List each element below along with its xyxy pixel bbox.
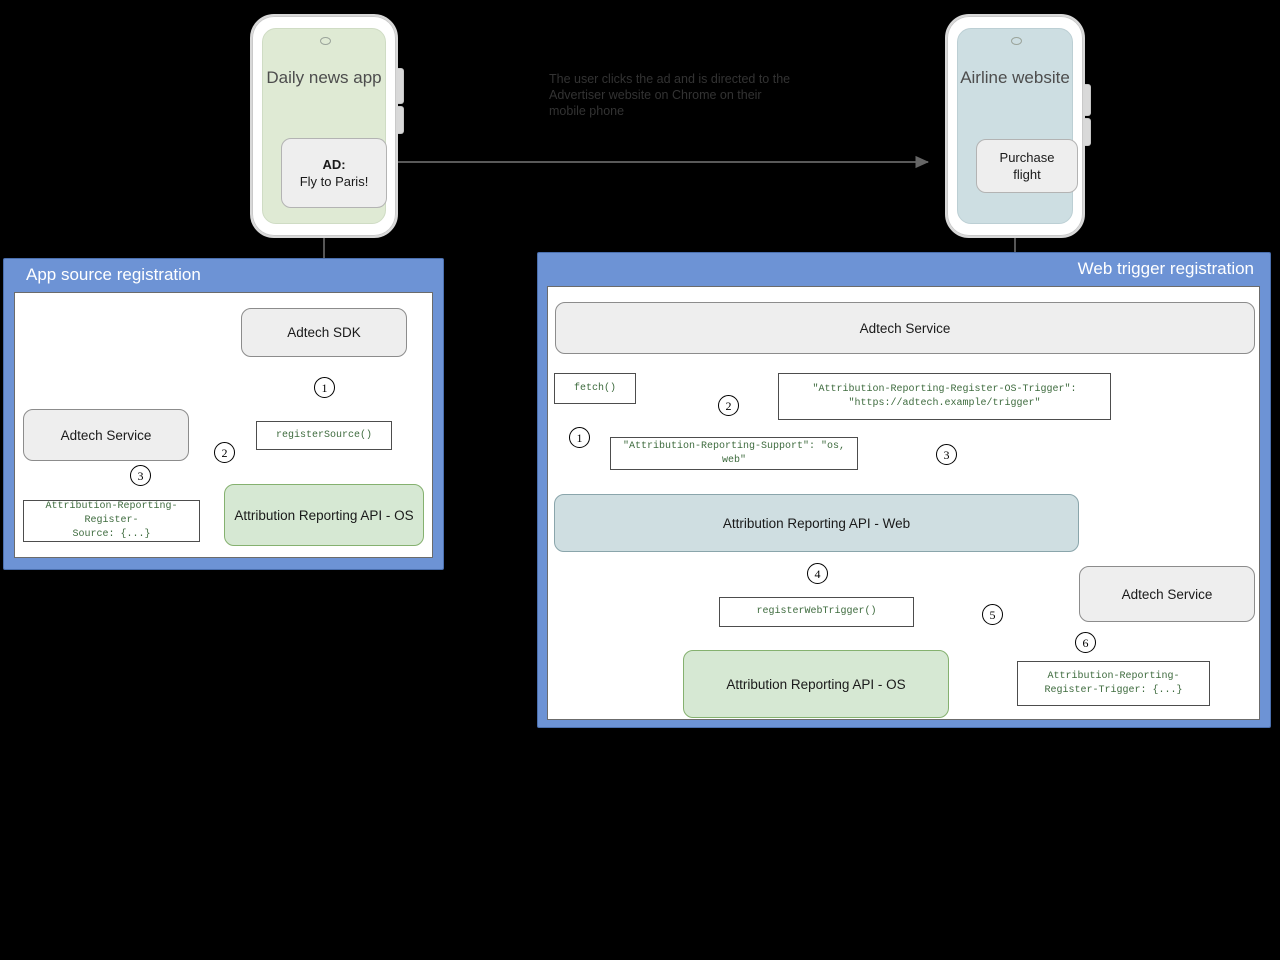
step-marker-3-web: 3 (936, 444, 957, 465)
phone-side-button-upper (398, 68, 404, 104)
phone-side-button-lower-right (1085, 118, 1091, 146)
node-attribution-api-os-app[interactable]: Attribution Reporting API - OS (224, 484, 424, 546)
airline-website-title: Airline website (960, 68, 1070, 87)
phone-side-button-lower (398, 106, 404, 134)
node-adtech-sdk[interactable]: Adtech SDK (241, 308, 407, 357)
code-register-web-trigger: registerWebTrigger() (719, 597, 914, 627)
ad-card-text: Fly to Paris! (299, 174, 369, 189)
purchase-flight-line1: Purchase (999, 150, 1055, 165)
code-register-source-header: Attribution-Reporting-Register- Source: … (23, 500, 200, 542)
step-marker-1-web: 1 (569, 427, 590, 448)
phone-airline-website: Airline website Purchase flight (945, 14, 1091, 238)
node-attribution-api-web[interactable]: Attribution Reporting API - Web (554, 494, 1079, 552)
node-adtech-service-web-top[interactable]: Adtech Service (555, 302, 1255, 354)
code-attribution-reporting-support: "Attribution-Reporting-Support": "os, we… (610, 437, 858, 470)
step-marker-1-app: 1 (314, 377, 335, 398)
flow-caption: The user clicks the ad and is directed t… (549, 72, 791, 118)
step-marker-2-app: 2 (214, 442, 235, 463)
panel-title-app-source: App source registration (26, 265, 201, 284)
purchase-flight-button[interactable]: Purchase flight (976, 139, 1078, 193)
node-adtech-service-web-bottom[interactable]: Adtech Service (1079, 566, 1255, 622)
step-marker-4-web: 4 (807, 563, 828, 584)
phone-side-button-upper-right (1085, 84, 1091, 116)
phone-screen-daily-news: Daily news app AD: Fly to Paris! (262, 28, 387, 224)
step-marker-3-app: 3 (130, 465, 151, 486)
node-attribution-api-os-web[interactable]: Attribution Reporting API - OS (683, 650, 949, 718)
code-fetch: fetch() (554, 373, 636, 404)
step-marker-6-web: 6 (1075, 632, 1096, 653)
code-register-source: registerSource() (256, 421, 392, 450)
code-attribution-reporting-register-trigger: Attribution-Reporting- Register-Trigger:… (1017, 661, 1210, 706)
step-marker-5-web: 5 (982, 604, 1003, 625)
step-marker-2-web: 2 (718, 395, 739, 416)
camera-notch-icon (319, 37, 331, 45)
node-adtech-service-app[interactable]: Adtech Service (23, 409, 189, 461)
purchase-flight-line2: flight (1013, 167, 1041, 182)
camera-notch-icon-right (1010, 37, 1022, 45)
phone-daily-news: Daily news app AD: Fly to Paris! (250, 14, 404, 238)
ad-card-label: AD: (322, 157, 346, 172)
daily-news-app-title: Daily news app (266, 68, 382, 87)
panel-title-web-trigger: Web trigger registration (1077, 259, 1254, 278)
phone-screen-airline: Airline website Purchase flight (957, 28, 1078, 224)
code-attribution-reporting-register-os-trigger: "Attribution-Reporting-Register-OS-Trigg… (778, 373, 1111, 420)
ad-card-fly-to-paris[interactable]: AD: Fly to Paris! (281, 138, 387, 208)
